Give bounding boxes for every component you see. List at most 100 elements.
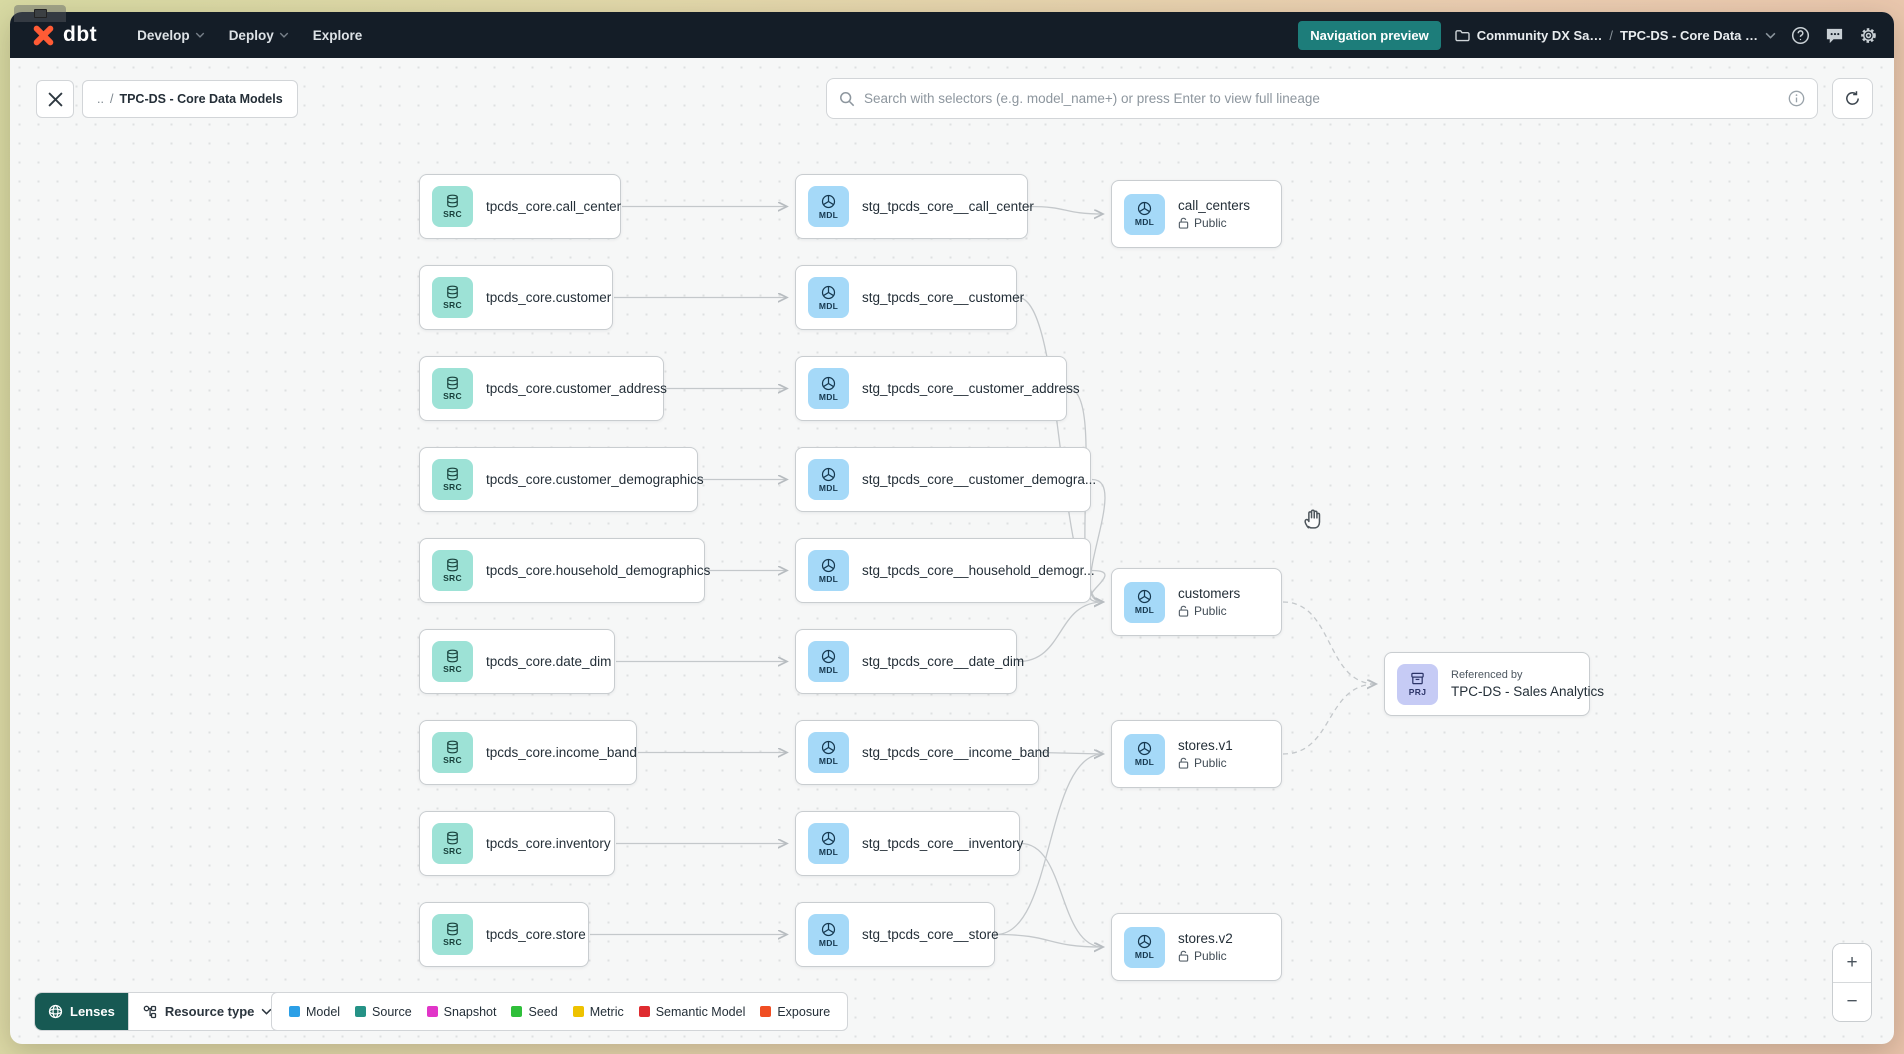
lineage-search: [826, 78, 1818, 119]
node-type-tag: MDL: [1134, 217, 1155, 227]
node-type-tag: MDL: [818, 846, 839, 857]
legend-swatch: [289, 1006, 300, 1017]
model-cube-icon: [821, 831, 836, 845]
node-type-icon-mdl: MDL: [808, 550, 849, 591]
unlock-icon: [1178, 217, 1189, 229]
node-type-icon-src: SRC: [432, 459, 473, 500]
node-type-icon-mdl: MDL: [1124, 193, 1165, 235]
model-cube-icon: [1137, 741, 1152, 756]
database-icon: [447, 558, 458, 572]
database-icon: [447, 467, 458, 481]
search-input[interactable]: [864, 91, 1779, 106]
navigation-preview-button[interactable]: Navigation preview: [1298, 20, 1441, 50]
node-type-icon-src: SRC: [432, 641, 473, 682]
feedback-icon[interactable]: [1824, 25, 1844, 45]
zoom-out-button[interactable]: −: [1833, 983, 1871, 1021]
node-label: tpcds_core.customer_address: [486, 381, 667, 396]
node-label: stg_tpcds_core__customer_address: [862, 381, 1080, 396]
node-type-icon-prj: PRJ: [1397, 663, 1438, 705]
nav-item-label: Develop: [137, 27, 190, 43]
lineage-breadcrumb[interactable]: .. / TPC-DS - Core Data Models: [82, 80, 298, 118]
node-type-icon-mdl: MDL: [808, 459, 849, 500]
node-label: tpcds_core.call_center: [486, 199, 622, 214]
close-lineage-button[interactable]: [36, 80, 74, 118]
node-label: call_centers: [1178, 198, 1251, 213]
node-label: tpcds_core.household_demographics: [486, 563, 711, 578]
legend-label: Metric: [589, 1004, 624, 1019]
lenses-button[interactable]: Lenses: [35, 993, 128, 1030]
resource-type-icon: [143, 1005, 156, 1018]
refresh-lineage-button[interactable]: [1832, 78, 1873, 119]
close-icon: [47, 91, 63, 107]
node-label: stg_tpcds_core__store: [862, 927, 999, 942]
legend-item-model: Model: [289, 1005, 340, 1019]
database-icon: [447, 740, 458, 754]
node-label: tpcds_core.inventory: [486, 836, 611, 851]
zoom-divider: [1833, 982, 1871, 983]
breadcrumb-current: TPC-DS - Core Data Models: [119, 92, 283, 106]
unlock-icon: [1178, 757, 1189, 769]
node-access-badge: Public: [1178, 604, 1240, 618]
dbt-logo[interactable]: dbt: [30, 22, 97, 49]
screenshare-tab: [14, 5, 66, 22]
model-cube-icon: [821, 376, 836, 390]
legend-item-snapshot: Snapshot: [426, 1005, 496, 1019]
node-type-tag: MDL: [818, 937, 839, 948]
node-label: tpcds_core.customer: [486, 290, 612, 305]
graph-node-stg_date_dim[interactable]: MDL stg_tpcds_core__date_dim: [795, 629, 1024, 694]
graph-node-stg_store[interactable]: MDL stg_tpcds_core__store: [795, 902, 999, 967]
node-type-tag: SRC: [443, 937, 462, 947]
legend-swatch: [355, 1006, 367, 1017]
node-type-icon-mdl: MDL: [808, 641, 849, 682]
project-breadcrumb[interactable]: Community DX Sa… / TPC-DS - Core Data …: [1455, 28, 1776, 43]
zoom-in-button[interactable]: +: [1833, 944, 1871, 982]
model-cube-icon: [821, 740, 836, 754]
graph-node-src_inventory[interactable]: SRC tpcds_core.inventory: [419, 811, 615, 876]
info-icon[interactable]: [1788, 90, 1805, 107]
database-icon: [447, 649, 458, 663]
database-icon: [447, 285, 458, 299]
nav-item-develop[interactable]: Develop: [125, 20, 217, 51]
graph-node-stg_customer_address[interactable]: MDL stg_tpcds_core__customer_address: [795, 356, 1080, 421]
legend-swatch: [572, 1006, 584, 1017]
resource-type-dropdown[interactable]: Resource type: [127, 993, 286, 1030]
node-type-tag: MDL: [818, 391, 839, 402]
node-label: stores.v2: [1178, 931, 1233, 946]
nav-item-deploy[interactable]: Deploy: [217, 20, 301, 51]
nav-item-explore[interactable]: Explore: [301, 20, 375, 51]
node-type-tag: MDL: [1134, 950, 1155, 960]
node-type-icon-src: SRC: [432, 823, 473, 864]
help-icon[interactable]: [1790, 25, 1810, 45]
unlock-icon: [1178, 950, 1189, 962]
breadcrumb-up[interactable]: ..: [97, 92, 104, 106]
lenses-label: Lenses: [70, 1004, 115, 1019]
gear-icon[interactable]: [1858, 25, 1878, 45]
node-label: stg_tpcds_core__date_dim: [862, 654, 1025, 669]
database-icon: [447, 376, 458, 390]
node-type-tag: SRC: [443, 755, 462, 765]
dbt-logo-icon: [33, 25, 54, 45]
legend-label: Seed: [528, 1004, 558, 1019]
node-type-icon-mdl: MDL: [808, 914, 849, 955]
legend-label: Exposure: [777, 1004, 831, 1019]
